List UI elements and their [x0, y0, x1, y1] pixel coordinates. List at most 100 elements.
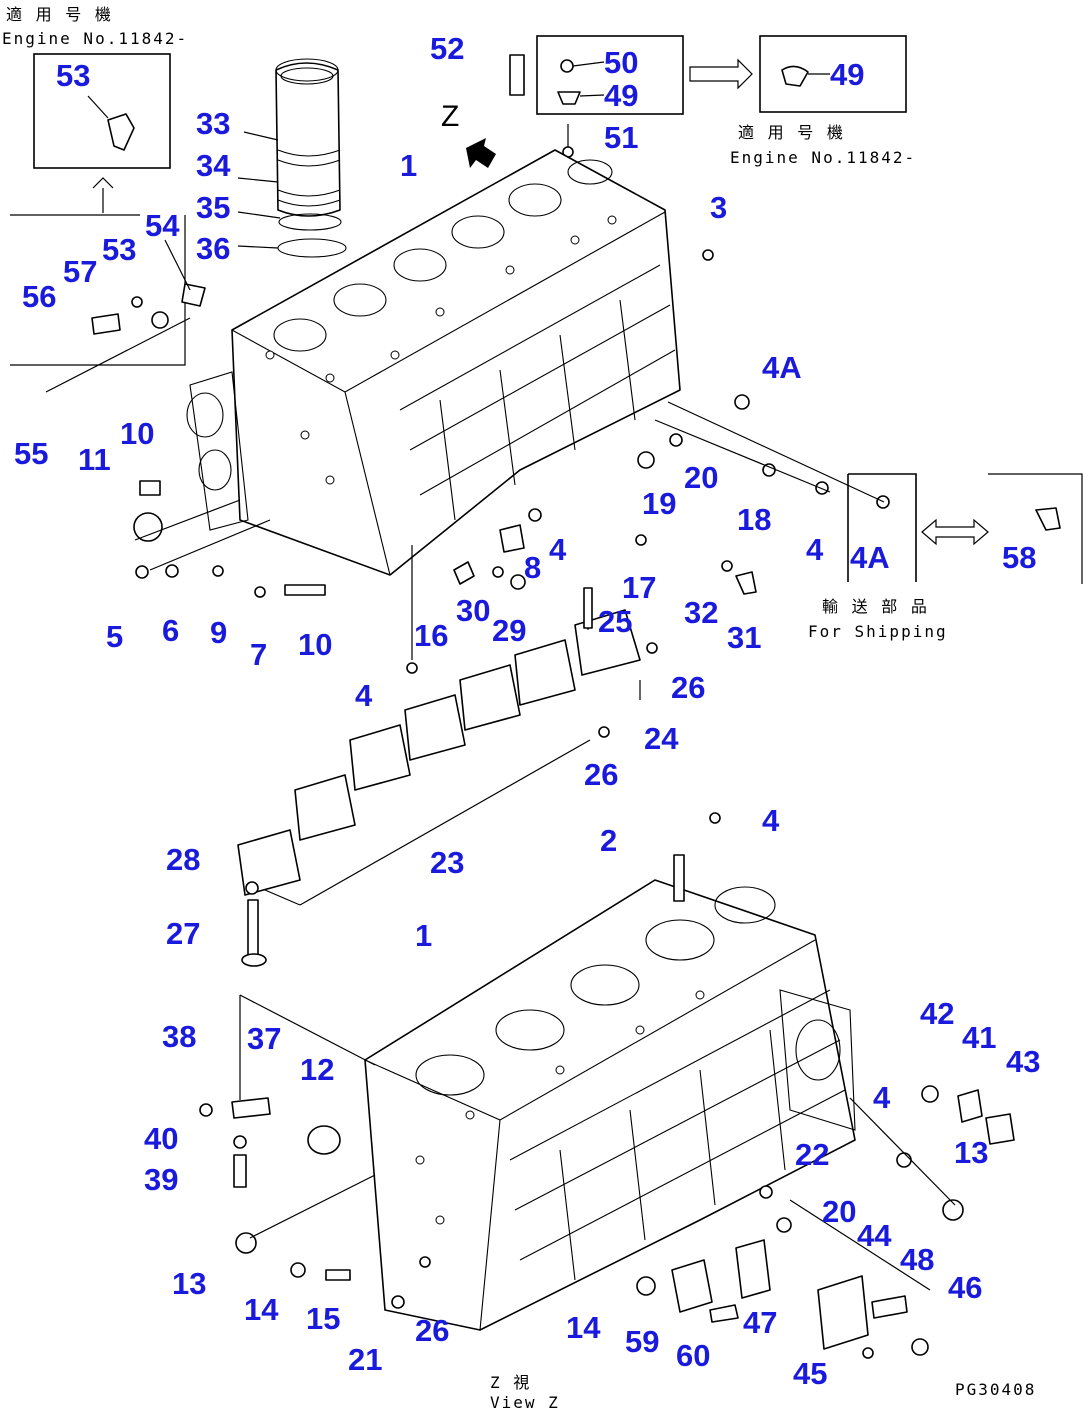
figure-code: PG30408 — [955, 1380, 1036, 1399]
callout-47: 47 — [743, 1305, 777, 1340]
callout-13-left: 13 — [172, 1266, 206, 1301]
callout-55: 55 — [14, 436, 48, 471]
callout-32: 32 — [684, 595, 718, 630]
callout-59: 59 — [625, 1324, 659, 1359]
callout-41: 41 — [962, 1020, 996, 1055]
note-view-z: View Z — [490, 1393, 560, 1412]
z-marker: Z — [441, 100, 459, 133]
callout-26-lower: 26 — [415, 1313, 449, 1348]
note-tr-applicable: 適 用 号 機 — [738, 123, 845, 142]
cylinder-block-lower — [364, 879, 856, 1331]
callout-4-right: 4 — [806, 532, 824, 567]
callout-26-upper: 26 — [671, 670, 705, 705]
callout-42: 42 — [920, 996, 954, 1031]
callout-34: 34 — [196, 148, 231, 183]
shipping-plug-part — [1035, 507, 1061, 531]
callout-24: 24 — [644, 721, 679, 756]
upper-small-parts — [45, 239, 1083, 674]
cylinder-liner-part — [237, 58, 347, 258]
callout-19: 19 — [642, 486, 676, 521]
callout-33: 33 — [196, 106, 230, 141]
callout-13-right: 13 — [954, 1135, 988, 1170]
oil-plug-part — [133, 512, 163, 542]
callout-10-left: 10 — [120, 416, 154, 451]
callout-53: 53 — [102, 232, 136, 267]
callout-18: 18 — [737, 502, 771, 537]
note-for-shipping: For Shipping — [808, 622, 948, 641]
main-bearing-caps — [237, 587, 658, 906]
cylinder-block-upper — [186, 149, 681, 576]
callout-40: 40 — [144, 1121, 178, 1156]
callout-57: 57 — [63, 254, 97, 289]
callout-36: 36 — [196, 231, 230, 266]
callout-23: 23 — [430, 845, 464, 880]
callout-4-caps: 4 — [355, 678, 373, 713]
callout-37: 37 — [247, 1021, 281, 1056]
callout-31: 31 — [727, 620, 761, 655]
callout-4a-shipping: 4A — [850, 540, 890, 575]
callout-4-mid: 4 — [549, 532, 567, 567]
callout-51: 51 — [604, 120, 638, 155]
callout-15: 15 — [306, 1301, 340, 1336]
callout-49: 49 — [604, 78, 638, 113]
callout-48: 48 — [900, 1242, 934, 1277]
callout-4-top-lower: 4 — [762, 803, 780, 838]
callout-5: 5 — [106, 619, 123, 654]
gasket-plate-part — [107, 113, 135, 151]
callout-38: 38 — [162, 1019, 196, 1054]
callout-45: 45 — [793, 1356, 827, 1391]
callout-20-lower: 20 — [822, 1194, 856, 1229]
callout-27: 27 — [166, 916, 200, 951]
callout-39: 39 — [144, 1162, 178, 1197]
note-tl-engine-no: Engine No.11842- — [2, 29, 188, 48]
callout-50: 50 — [604, 45, 638, 80]
callout-2: 2 — [600, 823, 617, 858]
callout-44: 44 — [857, 1218, 892, 1253]
callout-16: 16 — [414, 618, 448, 653]
callout-35: 35 — [196, 190, 230, 225]
inset-engine-serial-top-left — [10, 53, 186, 366]
callout-28: 28 — [166, 842, 200, 877]
view-z-arrow-icon — [466, 138, 496, 168]
callout-9: 9 — [210, 615, 227, 650]
callout-3: 3 — [710, 190, 727, 225]
callout-60: 60 — [676, 1338, 710, 1373]
callout-52: 52 — [430, 31, 464, 66]
callout-21: 21 — [348, 1342, 382, 1377]
lower-small-parts — [199, 812, 1015, 1359]
callout-1-lower: 1 — [415, 918, 432, 953]
callout-4-lower-right: 4 — [873, 1080, 891, 1115]
callout-1-upper: 1 — [400, 148, 417, 183]
callout-30: 30 — [456, 593, 490, 628]
note-view-z-jp: Z 視 — [490, 1373, 531, 1392]
callout-numbers: 52 50 49 49 51 53 33 34 35 36 1 3 54 53 … — [14, 31, 1040, 1391]
callout-26-caps: 26 — [584, 757, 618, 792]
callout-17: 17 — [622, 570, 656, 605]
callout-54: 54 — [145, 208, 180, 243]
callout-7: 7 — [250, 637, 267, 672]
callout-6: 6 — [162, 613, 179, 648]
callout-14-left: 14 — [244, 1292, 279, 1327]
callout-11: 11 — [78, 442, 111, 477]
note-tl-applicable: 適 用 号 機 — [6, 5, 113, 24]
callout-20-upper: 20 — [684, 460, 718, 495]
callout-53-inset: 53 — [56, 58, 90, 93]
note-shipping-parts: 輸 送 部 品 — [822, 597, 929, 616]
callout-46: 46 — [948, 1270, 982, 1305]
callout-43: 43 — [1006, 1044, 1040, 1079]
callout-4a-upper: 4A — [762, 350, 802, 385]
inset-plugs-top-right — [509, 35, 907, 158]
callout-22: 22 — [795, 1137, 829, 1172]
callout-10-bottom: 10 — [298, 627, 332, 662]
callout-12: 12 — [300, 1052, 334, 1087]
callout-49-alt: 49 — [830, 57, 864, 92]
note-tr-engine-no: Engine No.11842- — [730, 148, 916, 167]
bolt-part — [509, 54, 525, 96]
callout-29: 29 — [492, 613, 526, 648]
callout-58: 58 — [1002, 540, 1036, 575]
callout-8: 8 — [524, 550, 541, 585]
callout-14-right: 14 — [566, 1310, 601, 1345]
callout-25: 25 — [598, 604, 632, 639]
